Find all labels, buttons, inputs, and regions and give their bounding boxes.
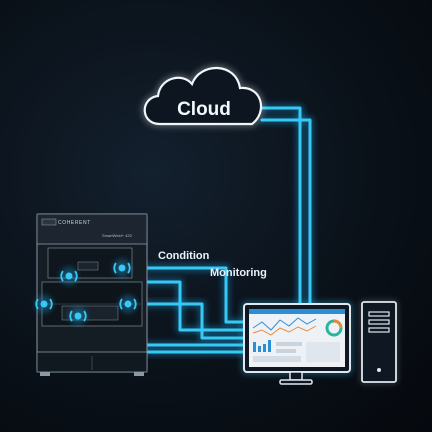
laser-brand: COHERENT [58, 220, 91, 226]
donut-chart-icon [325, 319, 343, 337]
sensor-icon [35, 295, 53, 313]
laser-machine: COHERENT SmartWeld+ 420 [36, 213, 148, 376]
condition-label: Condition [158, 250, 210, 262]
cloud-icon: Cloud [141, 64, 265, 128]
brand-logo-icon [41, 218, 57, 226]
pc-tower-icon [360, 300, 398, 384]
monitoring-label: Monitoring [210, 267, 267, 279]
cloud-link-line-1 [260, 106, 302, 310]
sensor-icon [113, 259, 131, 277]
sensor-link-line-1 [126, 266, 250, 324]
monitor-icon [241, 301, 353, 385]
sensor-icon [60, 267, 78, 285]
sensor-link-line-3 [126, 302, 250, 340]
sensor-icon [119, 295, 137, 313]
laser-model: SmartWeld+ 420 [102, 233, 133, 238]
cloud-link-line-2 [260, 118, 312, 310]
cloud-label: Cloud [177, 99, 231, 120]
sensor-icon [69, 307, 87, 325]
